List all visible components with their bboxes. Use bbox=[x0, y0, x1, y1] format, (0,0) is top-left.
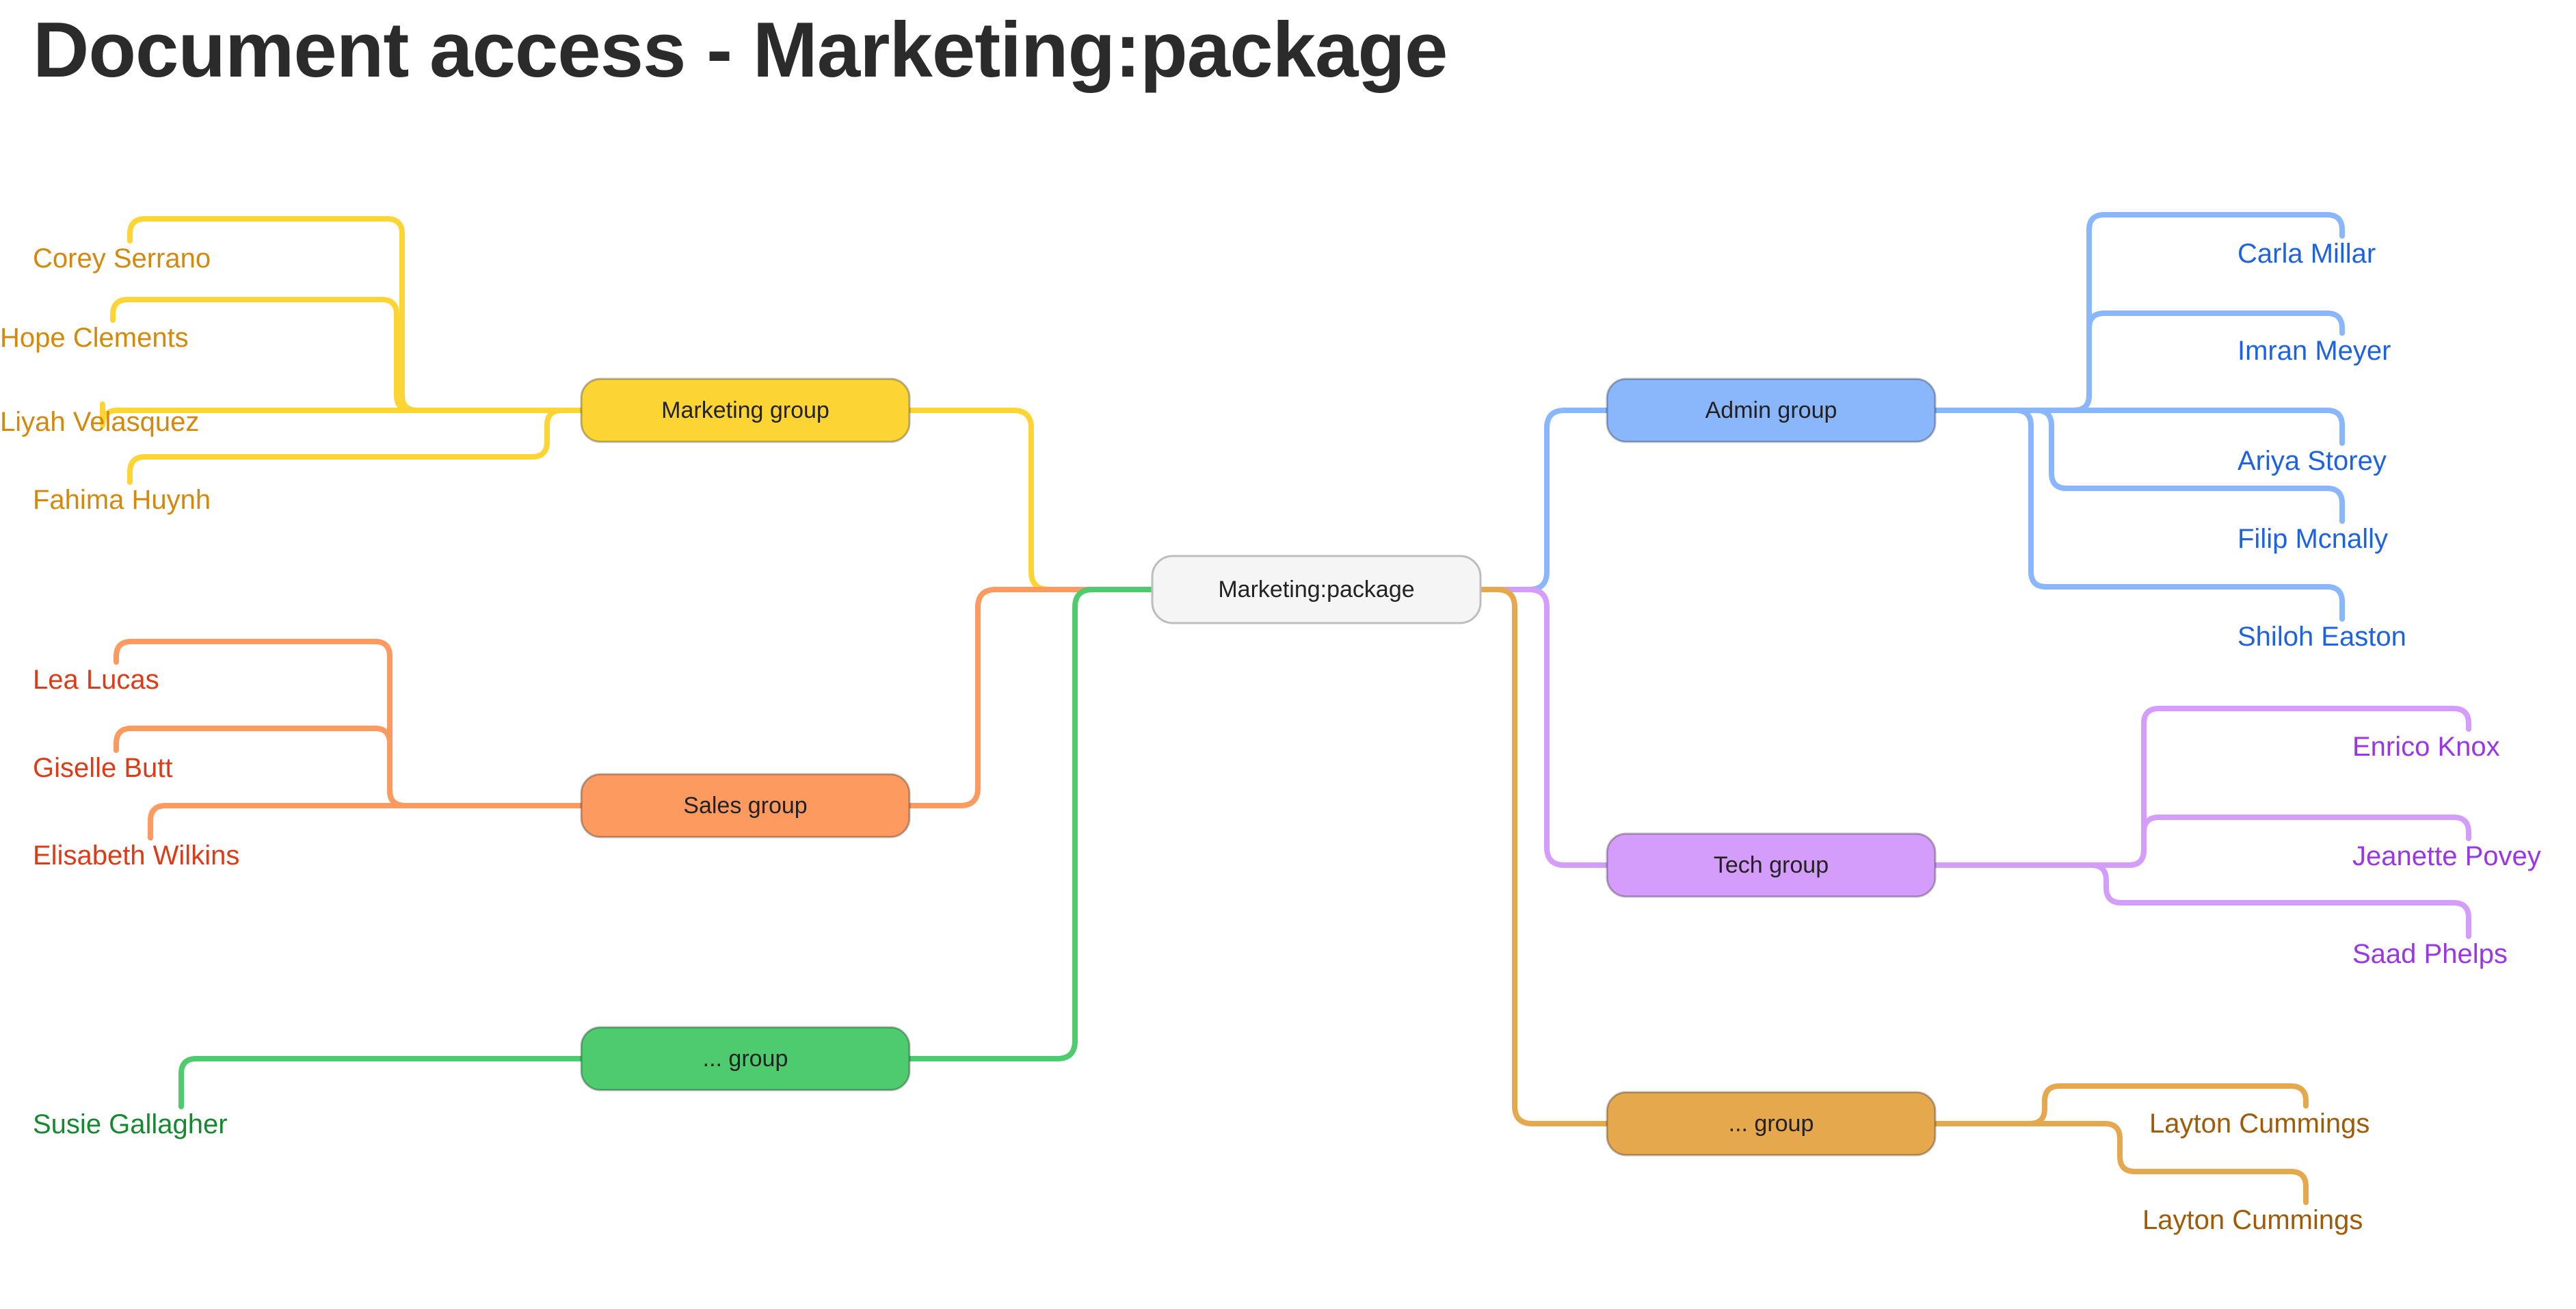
other-right-root-link bbox=[1478, 587, 1610, 1126]
member-label[interactable]: Imran Meyer bbox=[2238, 336, 2391, 366]
tech-member-link bbox=[1933, 862, 2471, 939]
sales-member-link bbox=[114, 726, 584, 808]
group-node-box bbox=[1606, 378, 1937, 443]
member-label[interactable]: Filip Mcnally bbox=[2238, 524, 2388, 554]
member-label[interactable]: Enrico Knox bbox=[2352, 732, 2500, 762]
group-node-marketing[interactable]: Marketing group bbox=[580, 378, 911, 443]
member-label[interactable]: Liyah Velasquez bbox=[0, 407, 199, 437]
connector-lines bbox=[100, 212, 2471, 1205]
root-node[interactable]: Marketing:package bbox=[1151, 555, 1482, 624]
admin-root-link bbox=[1478, 408, 1610, 592]
group-node-box bbox=[580, 773, 911, 838]
other-right-member-link bbox=[1933, 1083, 2309, 1126]
member-label[interactable]: Layton Cummings bbox=[2149, 1109, 2369, 1139]
member-label[interactable]: Jeanette Povey bbox=[2352, 841, 2541, 871]
member-label[interactable]: Lea Lucas bbox=[33, 665, 159, 695]
member-label[interactable]: Elisabeth Wilkins bbox=[33, 841, 239, 871]
group-node-tech[interactable]: Tech group bbox=[1606, 832, 1937, 898]
member-label[interactable]: Corey Serrano bbox=[33, 243, 211, 274]
member-label[interactable]: Saad Phelps bbox=[2352, 939, 2508, 969]
member-label[interactable]: Carla Millar bbox=[2238, 239, 2376, 269]
group-node-other-left[interactable]: ... group bbox=[580, 1026, 911, 1092]
root-node-box bbox=[1151, 555, 1482, 624]
tech-member-link bbox=[1933, 815, 2471, 868]
group-node-label: Marketing group bbox=[661, 397, 829, 423]
group-node-label: ... group bbox=[703, 1046, 788, 1072]
member-label[interactable]: Hope Clements bbox=[0, 323, 189, 353]
group-node-box bbox=[580, 378, 911, 443]
sales-root-link bbox=[907, 587, 1155, 808]
sales-member-link bbox=[114, 639, 584, 808]
marketing-member-link bbox=[100, 401, 584, 428]
group-node-label: Sales group bbox=[683, 793, 807, 819]
sales-member-link bbox=[148, 803, 584, 841]
group-node-label: Tech group bbox=[1714, 852, 1829, 878]
root-node-label: Marketing:package bbox=[1218, 577, 1414, 603]
marketing-member-link bbox=[110, 297, 584, 413]
member-label[interactable]: Susie Gallagher bbox=[33, 1109, 228, 1139]
member-label[interactable]: Fahima Huynh bbox=[33, 485, 211, 515]
admin-member-link bbox=[1933, 408, 2345, 622]
group-node-label: ... group bbox=[1729, 1111, 1814, 1137]
group-node-box bbox=[1606, 832, 1937, 898]
group-node-sales[interactable]: Sales group bbox=[580, 773, 911, 838]
group-node-other-right[interactable]: ... group bbox=[1606, 1091, 1937, 1156]
admin-member-link bbox=[1933, 408, 2345, 524]
marketing-member-link bbox=[127, 408, 584, 485]
admin-member-link bbox=[1933, 408, 2345, 446]
tech-root-link bbox=[1478, 587, 1610, 868]
member-label[interactable]: Layton Cummings bbox=[2142, 1205, 2363, 1235]
other-left-root-link bbox=[907, 587, 1155, 1061]
member-label[interactable]: Ariya Storey bbox=[2238, 446, 2387, 476]
member-label[interactable]: Shiloh Easton bbox=[2238, 622, 2406, 652]
marketing-root-link bbox=[907, 408, 1155, 592]
group-node-box bbox=[1606, 1091, 1937, 1156]
group-node-box bbox=[580, 1026, 911, 1092]
other-left-member-link bbox=[178, 1056, 584, 1109]
admin-member-link bbox=[1933, 310, 2345, 413]
other-right-member-link bbox=[1933, 1121, 2309, 1205]
member-label[interactable]: Giselle Butt bbox=[33, 753, 173, 783]
page-title: Document access - Marketing:package bbox=[33, 7, 1448, 94]
group-node-label: Admin group bbox=[1705, 397, 1837, 423]
group-node-admin[interactable]: Admin group bbox=[1606, 378, 1937, 443]
